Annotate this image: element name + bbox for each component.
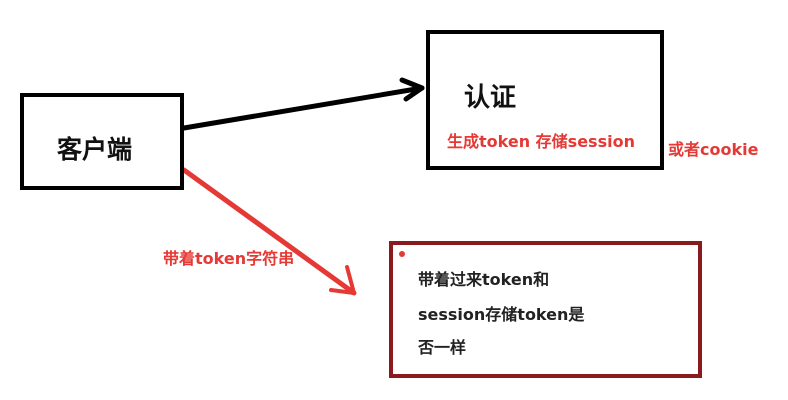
compare-text-line: session存储token是 bbox=[418, 305, 585, 324]
client-to-auth-arrow-line bbox=[181, 85, 425, 131]
bullet-dot-icon bbox=[399, 251, 405, 257]
auth-action-label: 生成token 存储session bbox=[447, 132, 635, 151]
alt-storage-annotation: 或者cookie bbox=[668, 140, 759, 159]
client-to-compare-arrowhead bbox=[329, 265, 356, 295]
auth-node-label: 认证 bbox=[464, 83, 517, 113]
client-node-label: 客户端 bbox=[57, 135, 133, 164]
token-compare-node: 带着过来token和 session存储token是 否一样 bbox=[389, 241, 702, 378]
client-to-compare-arrow-line bbox=[181, 167, 357, 296]
auth-node: 认证 bbox=[426, 30, 664, 170]
client-to-auth-arrowhead bbox=[399, 77, 425, 102]
request-edge-label: 带着token字符串 bbox=[163, 249, 295, 268]
client-node: 客户端 bbox=[20, 93, 184, 190]
compare-text-line: 带着过来token和 bbox=[418, 270, 550, 289]
compare-text-line: 否一样 bbox=[418, 338, 467, 357]
